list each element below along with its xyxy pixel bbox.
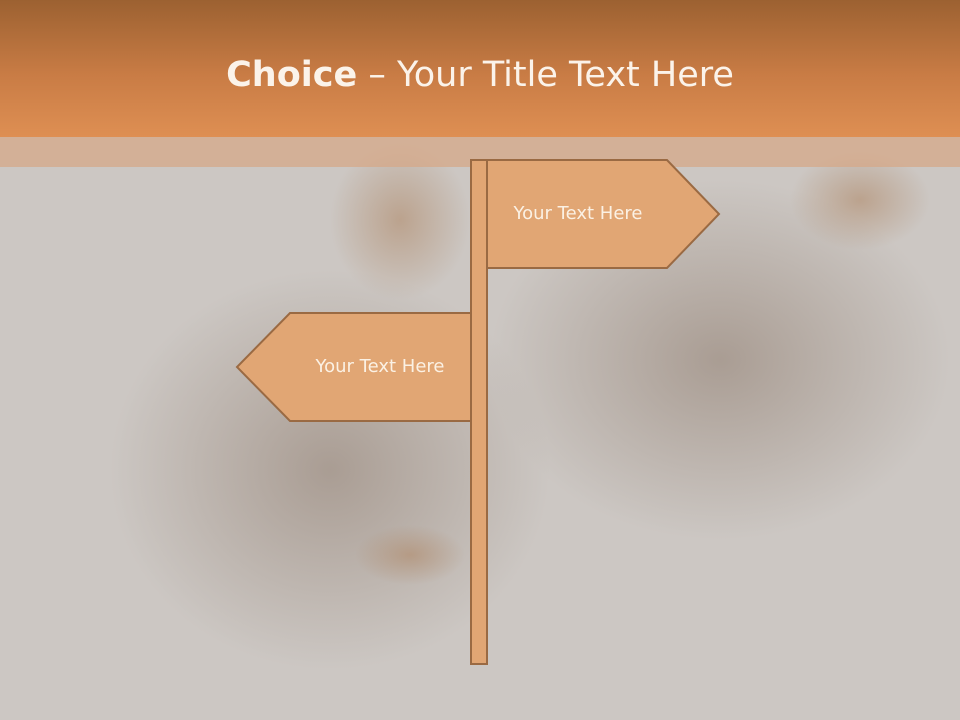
right-sign-label: Your Text Here [513,203,643,224]
title-bold-word: Choice [226,55,358,95]
sign-post [470,159,488,665]
slide-title: Choice – Your Title Text Here [0,50,960,100]
left-sign-label: Your Text Here [315,356,445,377]
title-text: Your Title Text Here [397,55,734,95]
title-dash: – [357,55,397,95]
title-bar [0,0,960,137]
